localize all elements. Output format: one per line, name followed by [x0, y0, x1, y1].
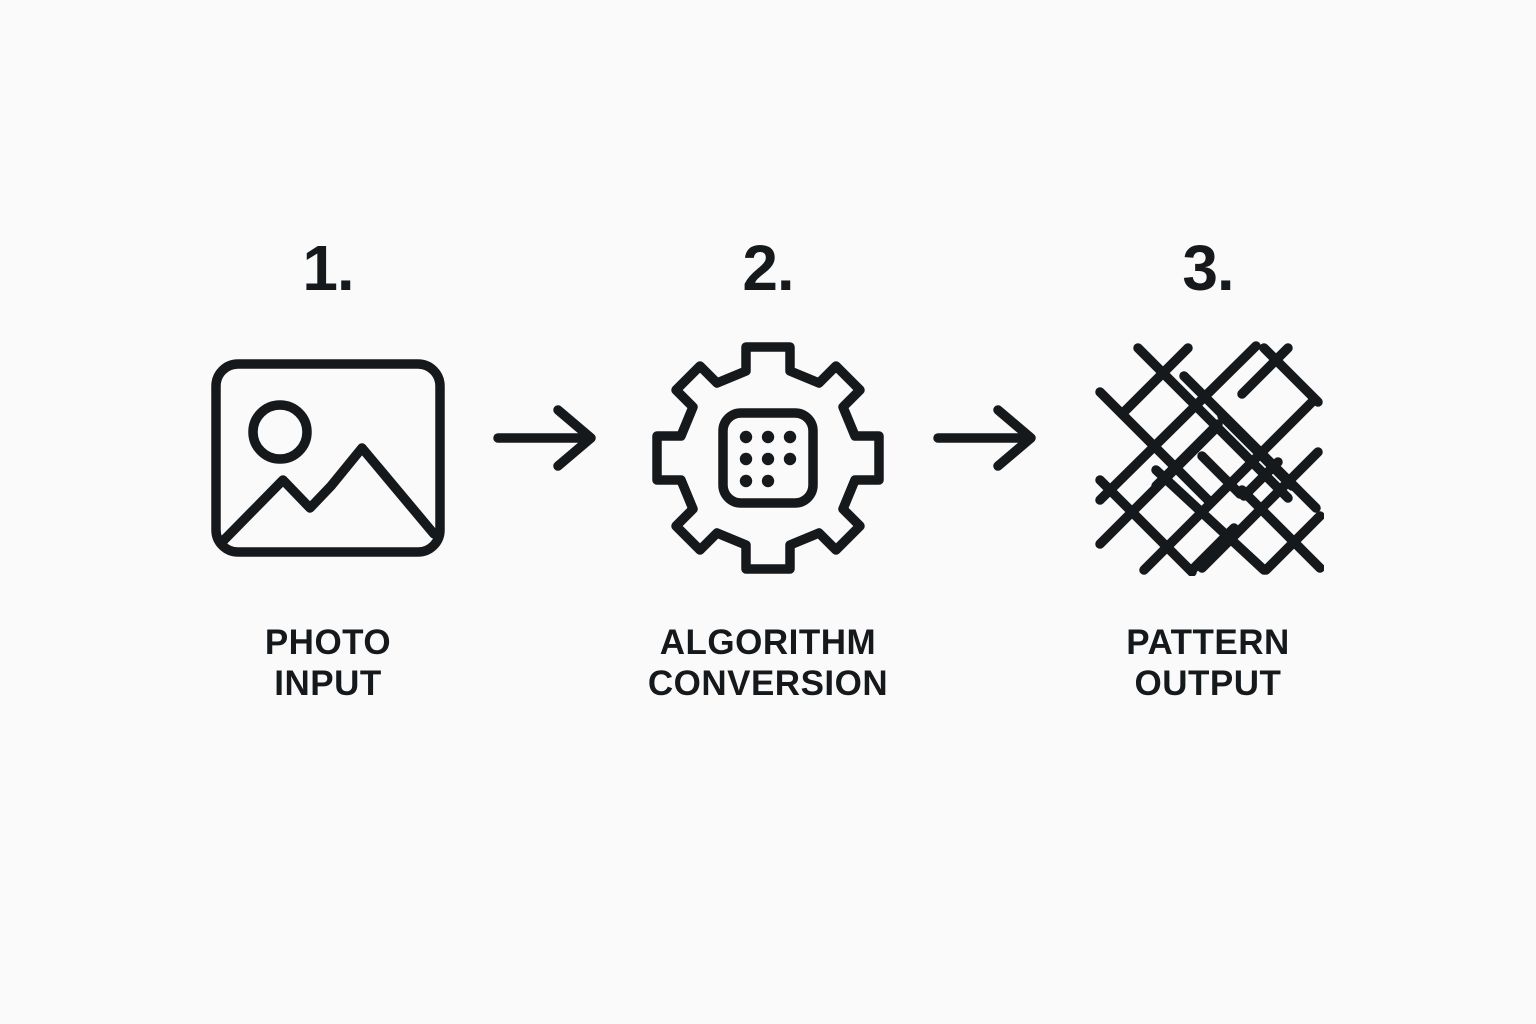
step-number-3: 3.: [1182, 232, 1234, 304]
photo-input-icon-container: [210, 342, 446, 574]
woven-crosshatch-pattern-icon: [1095, 341, 1324, 576]
step-label-algorithm-conversion: ALGORITHM CONVERSION: [647, 623, 889, 704]
step-number-2: 2.: [742, 232, 794, 304]
step-pattern-output: 3.: [1058, 0, 1358, 705]
gear-chip-icon: [652, 342, 884, 574]
step-label-photo-input: PHOTO INPUT: [264, 623, 392, 704]
arrow-right-icon: [493, 405, 596, 471]
connector-1-to-2: [478, 0, 618, 479]
step-photo-input: 1. PHOTO INPUT: [178, 0, 478, 705]
arrow-right-icon: [933, 405, 1036, 471]
step-algorithm-conversion: 2. ALGORITHM CONVERSION: [618, 0, 918, 705]
step-number-1: 1.: [302, 232, 354, 304]
algorithm-icon-container: [651, 342, 885, 574]
pattern-output-icon-container: [1092, 341, 1324, 576]
step-label-pattern-output: PATTERN OUTPUT: [1126, 623, 1290, 704]
connector-2-to-3: [918, 0, 1058, 479]
photo-image-icon: [211, 359, 445, 557]
